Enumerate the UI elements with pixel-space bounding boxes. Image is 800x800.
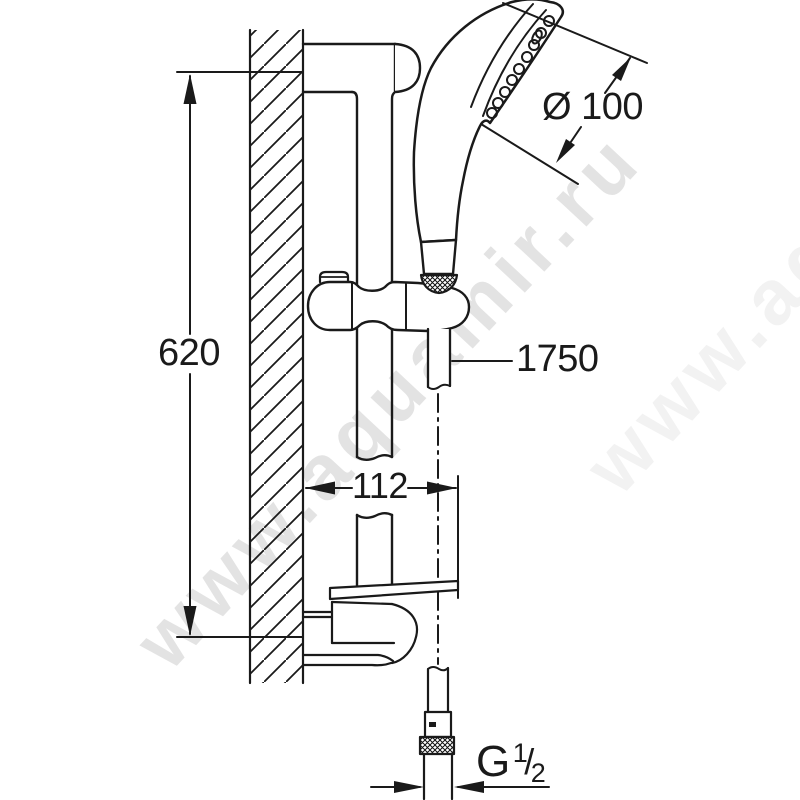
dimension-112-label: 112 bbox=[352, 465, 408, 506]
connector-tick bbox=[429, 722, 436, 727]
dimension-diameter-label: Ø 100 bbox=[542, 86, 644, 128]
knurled-cone-nut bbox=[419, 273, 459, 295]
dimension-620 bbox=[176, 71, 303, 638]
hand-shower-head bbox=[412, 0, 565, 244]
soap-dish bbox=[301, 579, 460, 665]
dimension-112 bbox=[305, 475, 459, 599]
bottom-wall-bracket bbox=[301, 653, 395, 667]
thread-denominator: 2 bbox=[530, 758, 546, 788]
hose-lower-connector bbox=[418, 666, 456, 800]
handle-cone-nut bbox=[419, 238, 459, 295]
shower-rail bbox=[350, 90, 396, 588]
spray-mode-hole bbox=[531, 29, 543, 45]
spray-nozzles bbox=[486, 15, 555, 119]
hose-upper-stub bbox=[426, 327, 452, 390]
dimension-1750-label: 1750 bbox=[516, 338, 599, 380]
dimension-620-label: 620 bbox=[158, 332, 220, 374]
wall-hatch bbox=[248, 28, 305, 685]
thread-slash: / bbox=[524, 741, 534, 782]
knurled-hose-nut bbox=[418, 735, 456, 756]
thread-numerator: 1 bbox=[512, 738, 528, 768]
top-wall-bracket bbox=[301, 42, 422, 94]
dimension-g-half bbox=[370, 781, 550, 793]
thread-letter: G bbox=[476, 737, 510, 786]
dimension-diameter-100 bbox=[480, 2, 648, 185]
slider-bracket bbox=[306, 270, 471, 333]
